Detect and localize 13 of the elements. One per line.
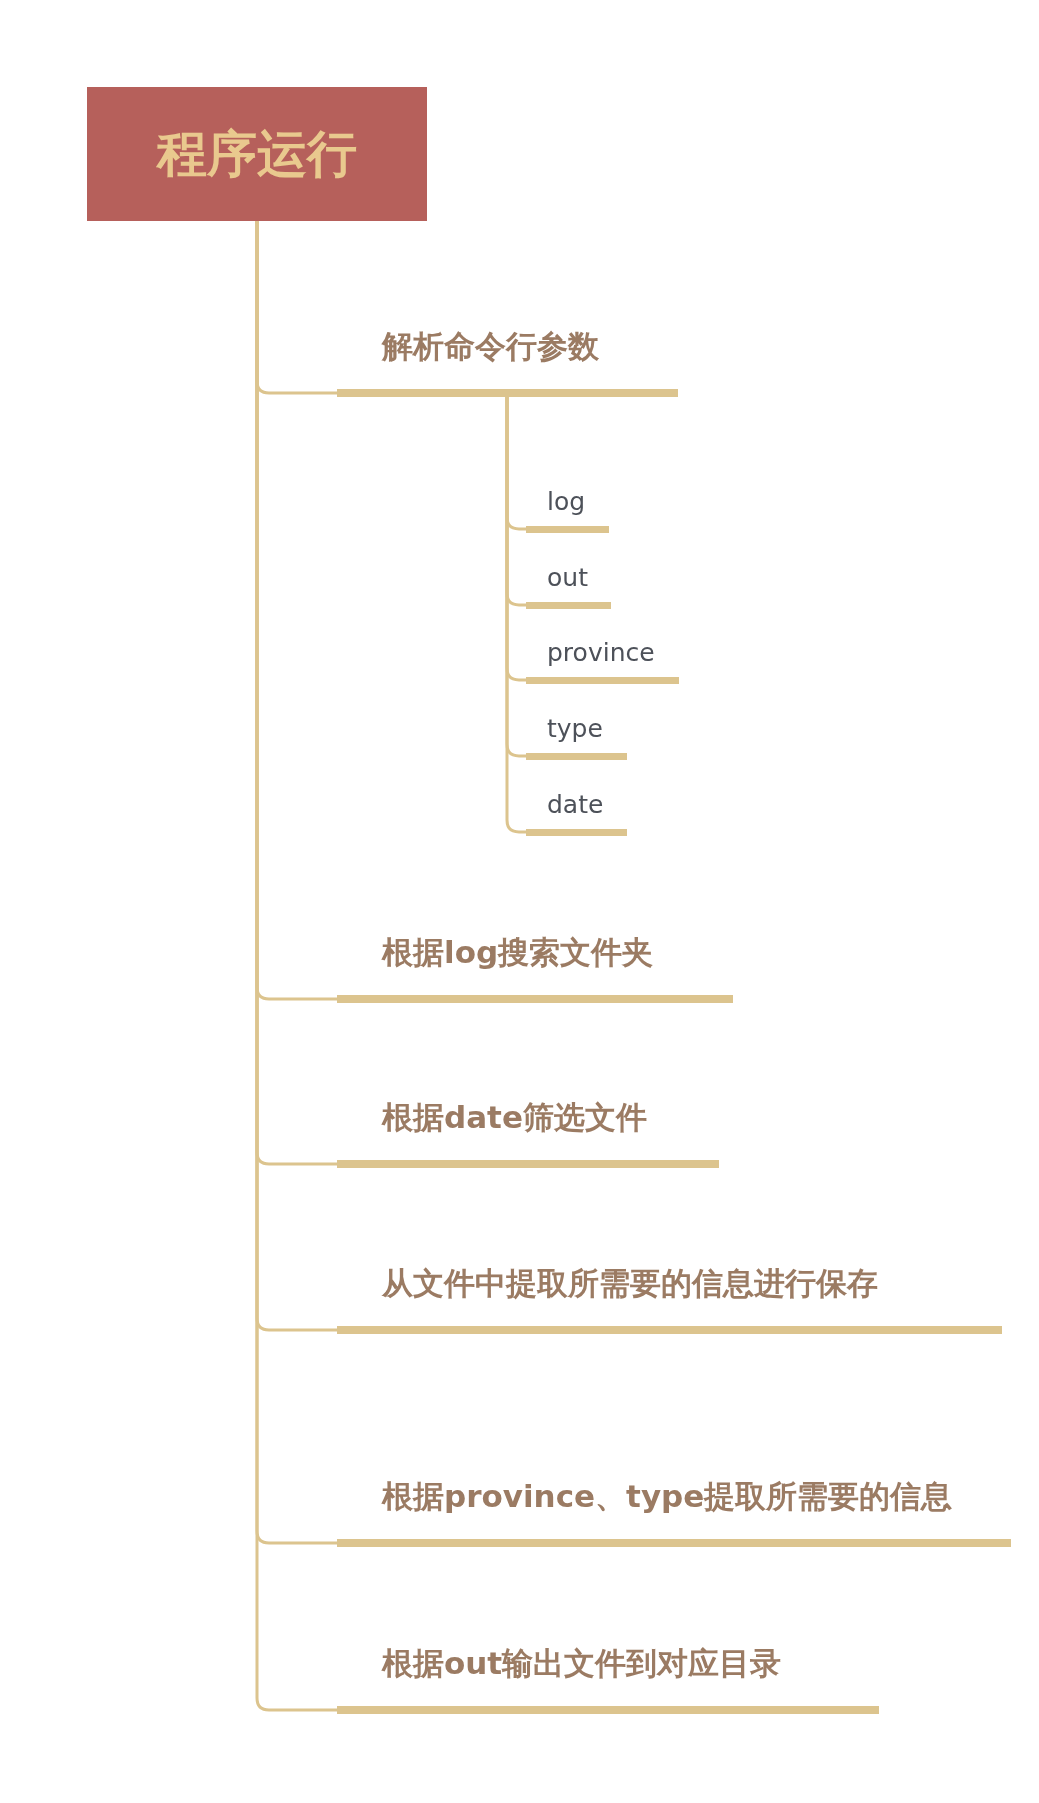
subtopic-label: log — [526, 486, 609, 533]
subtopic-label: out — [526, 562, 611, 609]
topic-label: 从文件中提取所需要的信息进行保存 — [337, 1260, 1002, 1334]
topic-label: 根据log搜索文件夹 — [337, 929, 733, 1003]
topic-label: 根据date筛选文件 — [337, 1094, 719, 1168]
topic-label: 解析命令行参数 — [337, 323, 678, 397]
topic-label: 根据out输出文件到对应目录 — [337, 1640, 879, 1714]
topic-label: 根据province、type提取所需要的信息 — [337, 1473, 1011, 1547]
subtopic-label: type — [526, 713, 627, 760]
connector-line — [505, 397, 526, 834]
root-box: 程序运行 — [87, 87, 427, 221]
subtopic-label: date — [526, 789, 627, 836]
subtopic-label: province — [526, 637, 679, 684]
